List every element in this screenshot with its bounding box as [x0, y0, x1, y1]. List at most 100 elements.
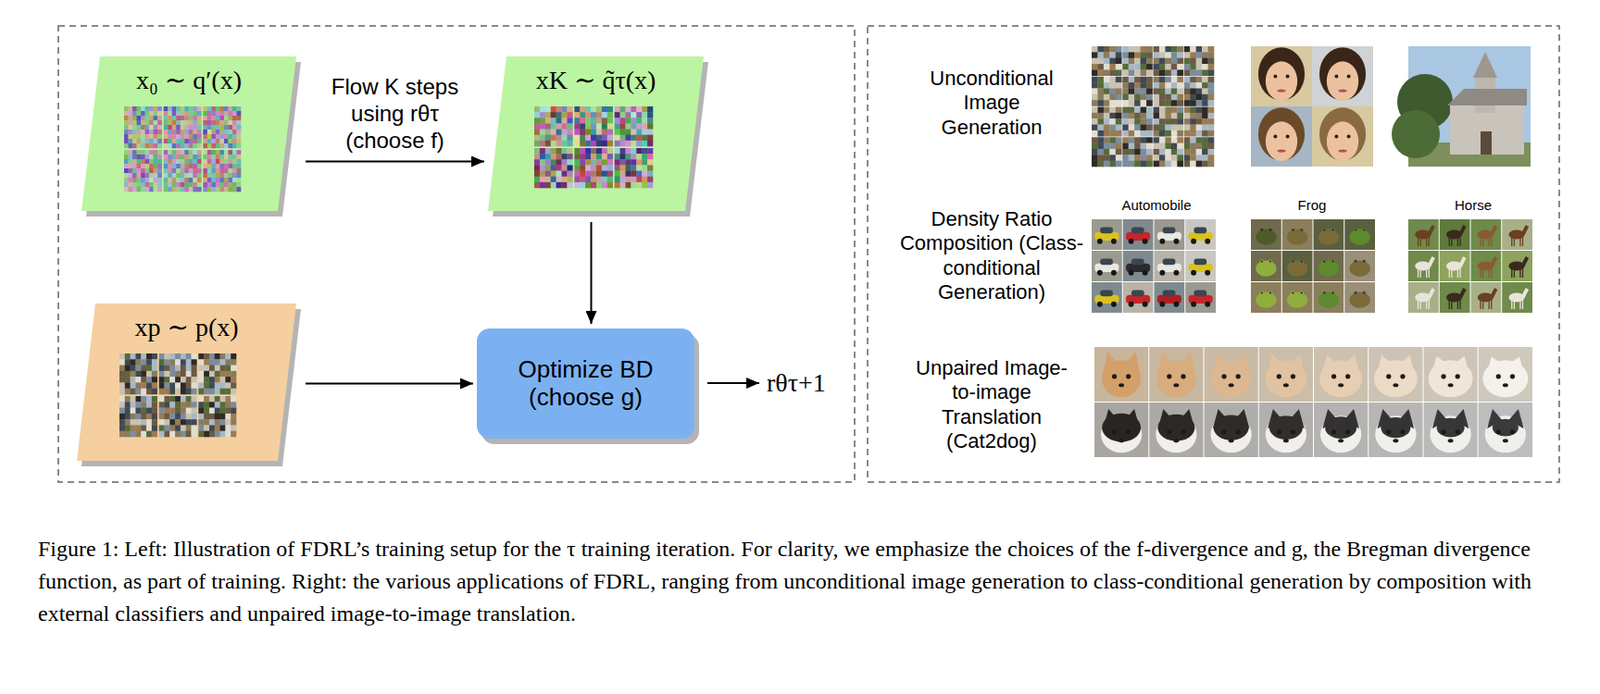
- pixel-block: [227, 143, 233, 149]
- pixel-block: [186, 431, 192, 438]
- pixel-block: [1140, 46, 1148, 53]
- pixel-block: [620, 106, 626, 113]
- pixel-block: [172, 129, 177, 135]
- mouth: [1337, 149, 1347, 152]
- pixel-block: [202, 129, 208, 135]
- pixel-block: [1109, 149, 1116, 156]
- pixel-block: [1109, 76, 1116, 84]
- pixel-block: [1164, 100, 1172, 107]
- pixel-block: [220, 396, 226, 403]
- wheel: [1159, 270, 1165, 276]
- pixel-block: [636, 159, 642, 165]
- pixel-block: [180, 425, 187, 432]
- pixel-block: [214, 376, 221, 384]
- pixel-block: [151, 425, 158, 432]
- pixel-block: [157, 115, 163, 121]
- pixel-block: [172, 177, 177, 183]
- pixel-block: [1164, 51, 1172, 59]
- pixel-block: [1208, 69, 1215, 76]
- pixel-block: [585, 171, 591, 177]
- pixel-block: [1201, 82, 1209, 89]
- pixel-block: [130, 396, 137, 403]
- pixel-block: [641, 182, 648, 188]
- pixel-block: [1097, 137, 1104, 144]
- pixel-block: [1134, 107, 1141, 114]
- pixel-block: [647, 135, 653, 141]
- pixel-block: [1201, 69, 1209, 76]
- pixel-block: [191, 401, 198, 409]
- pixel-block: [1184, 149, 1191, 156]
- pixel-block: [159, 376, 165, 384]
- pixel-block: [132, 150, 138, 155]
- horse-leg: [1425, 300, 1427, 310]
- pixel-block: [1171, 82, 1178, 89]
- pixel-block: [641, 123, 648, 129]
- pixel-block: [128, 138, 134, 144]
- frog-eye: [1268, 291, 1274, 297]
- pixel-block: [1134, 94, 1141, 101]
- horse-leg: [1487, 268, 1489, 278]
- pixel-block: [545, 123, 551, 129]
- pixel-block: [647, 159, 653, 165]
- pixel-block: [232, 182, 238, 188]
- pixel-block: [153, 143, 159, 149]
- pixel-block: [1208, 58, 1215, 65]
- pixel-block: [1140, 143, 1148, 150]
- pixel-block: [145, 177, 150, 183]
- frog-body: [1318, 261, 1339, 277]
- pixel-block: [630, 164, 637, 171]
- pixel-block: [1109, 46, 1116, 53]
- pixel-block: [137, 159, 142, 164]
- pixel-block: [211, 143, 216, 149]
- pixel-block: [211, 111, 216, 116]
- pixel-block: [579, 159, 586, 165]
- pixel-block: [198, 431, 204, 438]
- pixel-block: [1115, 82, 1123, 89]
- pixel-block: [140, 111, 146, 116]
- pixel-block: [225, 413, 231, 421]
- pixel-block: [1115, 63, 1123, 71]
- pixel-block: [585, 117, 591, 124]
- pixel-block: [585, 112, 591, 118]
- eye: [1400, 429, 1405, 435]
- pixel-block: [534, 182, 540, 188]
- pixel-block: [562, 135, 568, 141]
- pixel-block: [550, 106, 557, 113]
- pixel-block: [590, 106, 597, 113]
- pixel-block: [227, 173, 233, 178]
- pixel-block: [128, 111, 134, 116]
- pixel-block: [1153, 107, 1161, 114]
- pixel-block: [215, 143, 221, 149]
- wheel: [1190, 301, 1197, 308]
- pixel-block: [180, 187, 186, 192]
- pixel-block: [1176, 154, 1184, 162]
- pixel-block: [1208, 143, 1215, 150]
- pixel-block: [180, 408, 187, 415]
- pixel-block: [230, 413, 237, 421]
- image-ground: [1312, 46, 1374, 107]
- pixel-block: [1097, 58, 1104, 65]
- pixel-block: [197, 125, 202, 130]
- math-label: xp ∼ p(x): [134, 312, 238, 343]
- pixel-block: [209, 401, 215, 409]
- frog-eye: [1290, 228, 1296, 234]
- pixel-block: [556, 164, 563, 171]
- pixel-block: [207, 129, 213, 135]
- horse-leg: [1519, 300, 1521, 310]
- pixel-block: [1109, 63, 1116, 71]
- pixel-block: [207, 111, 213, 116]
- pixel-block: [140, 401, 147, 409]
- pixel-block: [215, 150, 221, 155]
- wheel: [1111, 238, 1117, 245]
- pixel-block: [175, 106, 181, 112]
- pixel-block: [175, 129, 181, 135]
- pixel-block: [207, 163, 213, 169]
- pixel-block: [1208, 130, 1215, 138]
- pixel-block: [1146, 154, 1153, 162]
- pixel-block: [607, 164, 613, 171]
- pixel-block: [211, 120, 216, 125]
- flow-arrow: [305, 161, 485, 163]
- pixel-block: [601, 112, 608, 118]
- pixel-block: [209, 431, 215, 438]
- pixel-block: [614, 106, 621, 113]
